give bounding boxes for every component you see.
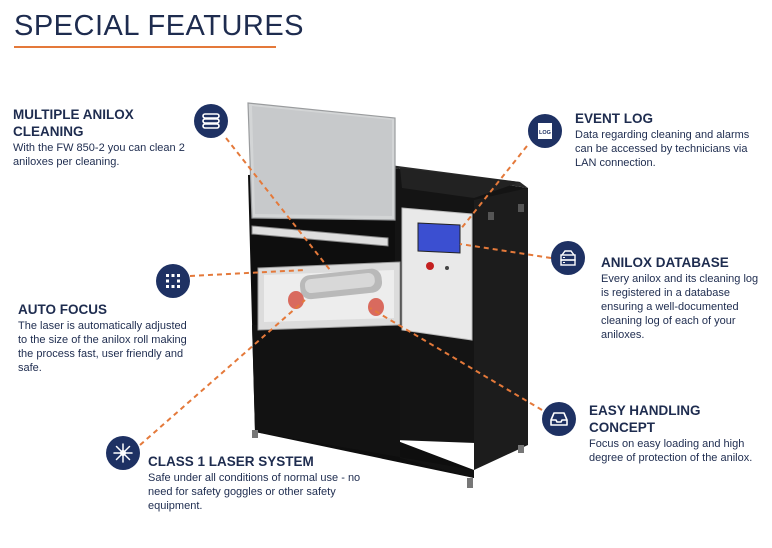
- feature-easy-handling-concept: EASY HANDLING CONCEPT Focus on easy load…: [589, 402, 759, 465]
- feature-event-log: EVENT LOG Data regarding cleaning and al…: [575, 110, 765, 170]
- stacked-rolls-icon: [194, 104, 228, 138]
- feature-title: EASY HANDLING CONCEPT: [589, 403, 701, 435]
- feature-title: MULTIPLE ANILOX CLEANING: [13, 107, 134, 139]
- feature-description: The laser is automatically adjusted to t…: [18, 320, 187, 374]
- title-underline: [14, 46, 276, 48]
- feature-title: CLASS 1 LASER SYSTEM: [148, 454, 314, 469]
- feature-title: ANILOX DATABASE: [601, 255, 729, 270]
- server-database-icon: [551, 241, 585, 275]
- feature-description: With the FW 850-2 you can clean 2 anilox…: [13, 142, 185, 168]
- focus-grid-icon: [156, 264, 190, 298]
- feature-anilox-database: ANILOX DATABASE Every anilox and its cle…: [601, 254, 766, 342]
- feature-class-1-laser-system: CLASS 1 LASER SYSTEM Safe under all cond…: [148, 453, 368, 513]
- inbox-tray-icon: [542, 402, 576, 436]
- feature-description: Safe under all conditions of normal use …: [148, 472, 361, 512]
- feature-multiple-anilox-cleaning: MULTIPLE ANILOX CLEANING With the FW 850…: [13, 106, 193, 169]
- feature-description: Focus on easy loading and high degree of…: [589, 438, 753, 464]
- feature-title: AUTO FOCUS: [18, 302, 108, 317]
- feature-auto-focus: AUTO FOCUS The laser is automatically ad…: [18, 301, 198, 375]
- log-document-icon: LOG: [528, 114, 562, 148]
- svg-text:LOG: LOG: [539, 130, 551, 136]
- laser-burst-icon: [106, 436, 140, 470]
- page-title: SPECIAL FEATURES: [14, 10, 305, 42]
- feature-description: Data regarding cleaning and alarms can b…: [575, 129, 750, 169]
- feature-description: Every anilox and its cleaning log is reg…: [601, 273, 759, 341]
- feature-title: EVENT LOG: [575, 111, 654, 126]
